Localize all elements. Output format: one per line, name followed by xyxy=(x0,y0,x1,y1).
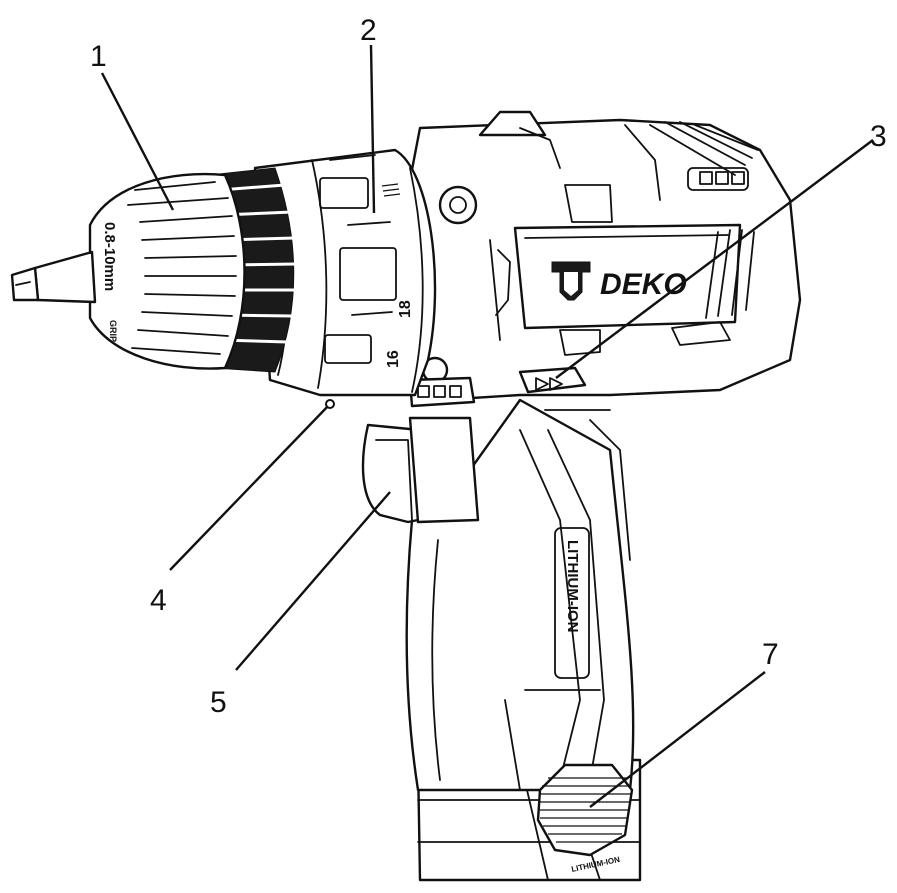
torque-18-text: 18 xyxy=(397,300,414,318)
callout-2: 2 xyxy=(360,14,377,47)
led-indicator xyxy=(408,376,476,408)
lithium-ion-label: LITHIUM-ION xyxy=(554,527,590,679)
leader-3 xyxy=(555,139,874,379)
brand-text: DEKO xyxy=(600,268,687,301)
leader-7 xyxy=(589,671,766,808)
chuck-grip-text: GRIP xyxy=(108,320,118,342)
battery-release-pad xyxy=(536,763,634,857)
callout-5: 5 xyxy=(210,686,227,719)
callout-4: 4 xyxy=(150,584,167,617)
battery-type-text: LITHIUM-ION xyxy=(564,540,581,632)
torque-collar: 18 16 xyxy=(253,148,437,397)
leader-4 xyxy=(169,403,331,571)
chuck: 0.8-10mm GRIP xyxy=(10,167,297,373)
callout-1: 1 xyxy=(90,40,107,73)
torque-16-text: 16 xyxy=(385,350,402,368)
trigger xyxy=(361,416,480,524)
callout-3: 3 xyxy=(870,120,887,153)
chuck-range-text: 0.8-10mm xyxy=(101,222,118,291)
callout-7: 7 xyxy=(762,638,779,671)
leader-5 xyxy=(235,491,391,671)
brand-logo: DEKO xyxy=(551,261,687,301)
leader-lines xyxy=(100,44,874,808)
leader-2 xyxy=(369,44,376,214)
leader-1 xyxy=(100,72,175,211)
motor-housing xyxy=(408,110,802,402)
